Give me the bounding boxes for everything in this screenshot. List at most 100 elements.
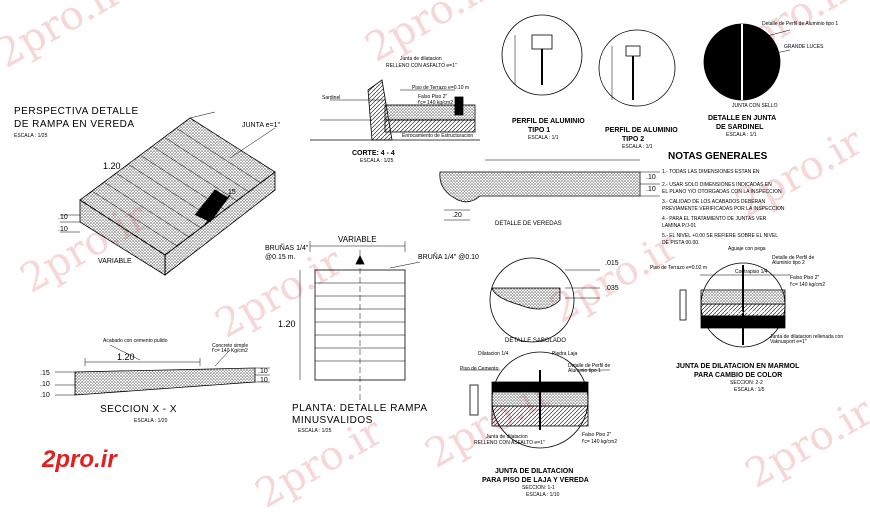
seccion-dim: .15 [40,370,50,377]
sardinel-title-1: DETALLE EN JUNTA [708,115,777,122]
seccion-dim: .10 [258,377,268,384]
seccion-dim: .10 [258,368,268,375]
junta-marmol-scale: ESCALA : 1/5 [734,387,765,393]
notas-item: 4.- PARA EL TRATAMIENTO DE JUNTAS VER [662,216,767,222]
junta-marmol-title-1: JUNTA DE DILATACION EN MARMOL [676,363,800,370]
sardinel-circle [703,23,791,101]
perspective-dim-top: .10 [58,214,68,221]
planta-scale: ESCALA : 1/25 [298,428,332,434]
junta-laja-label: Falso Piso 2" [582,432,612,438]
notas-item: 3.- CALIDAD DE LOS ACABADOS DEBERAN [662,199,766,205]
notas-item: LAMINA P/J-01 [662,223,697,229]
planta-title-1: PLANTA: DETALLE RAMPA [292,403,428,414]
junta-marmol-title-2: PARA CAMBIO DE COLOR [694,372,783,379]
seccion-title: SECCION X - X [100,404,178,415]
perspective-junta: JUNTA e=1" [242,122,280,129]
perspective-dim-bottom: .10 [58,226,68,233]
corte-scale: ESCALA : 1/25 [360,158,394,164]
perfil-1-scale: ESCALA : 1/1 [528,135,559,141]
sardinel-label: Detalle de Perfil de Aluminio tipo 1 [762,21,839,27]
corte-label: Falso Piso 2" [418,94,448,100]
perfil-1-sub: TIPO 1 [528,127,551,134]
corte-label: Junta de dilatacion [400,56,442,62]
sabolado-dim: .035 [605,285,619,292]
junta-laja-label: RELLENO CON ASFALTO e=1" [474,440,545,446]
junta-marmol-sub: SECCION: 2-2 [730,380,763,386]
notas-item: 1.- TODAS LAS DIMENSIONES ESTAN EN [662,169,760,175]
junta-marmol-label: Contrapiso 1/4 [735,269,768,275]
planta-brunas-left-2: @0.15 m. [265,254,296,261]
planta-height: 1.20 [278,319,296,329]
seccion-concreto: Concreto simple f'c= 140 Kg/cm2 [212,343,249,354]
corte-label: Piso de Terrazo e=0.10 m [412,85,470,91]
junta-marmol-label: Junta de dilatacion rellenada con Vaknus… [770,334,844,345]
junta-marmol-label: Base + Afirmado [728,310,765,316]
perspective-title-2: DE RAMPA EN VEREDA [14,119,135,130]
seccion-acabado: Acabado con cemento pulido [103,338,168,344]
perfil-2-circle [598,29,676,107]
junta-laja-title-2: PARA PISO DE LAJA Y VEREDA [482,477,589,484]
sardinel-label: JUNTA CON SELLO [732,103,778,109]
corte-section [310,79,480,141]
junta-laja-label: f'c= 140 kg/cm2 [582,439,617,445]
seccion-dim: .10 [40,381,50,388]
sabolado-title: DETALLE SABOLADO [505,338,566,344]
junta-laja-title-1: JUNTA DE DILATACION [495,468,574,475]
perspective-scale: ESCALA : 1/25 [14,133,48,139]
seccion-width: 1.20 [117,352,135,362]
junta-laja-label: Piso de Cemento [460,366,499,372]
junta-laja-sub: SECCION: 1-1 [522,485,555,491]
junta-marmol-label: f'c= 140 kg/cm2 [790,282,825,288]
notas-item: 2.- USAR SOLO DIMENSIONES INDICADAS EN [662,182,772,188]
veredas-title: DETALLE DE VEREDAS [495,221,562,227]
veredas-detail [439,159,660,221]
notas-item: EL PLANO Y/O OTORGADAS CON LA INSPECCION [662,189,782,195]
veredas-dim: .10 [646,174,656,181]
perfil-2-scale: ESCALA : 1/1 [622,144,653,150]
seccion-dim: .10 [40,392,50,399]
sardinel-scale: ESCALA : 1/1 [726,132,757,138]
perfil-1-title: PERFIL DE ALUMINIO [512,118,585,125]
corte-title: CORTE: 4 - 4 [352,150,395,157]
perspective-slope: 15 [228,189,236,196]
corte-label: Enrocamiento de Estructuracion [402,133,474,139]
junta-laja-label: Dilatacion 1/4 [478,351,509,357]
planta-rampa [299,241,421,400]
perfil-1-circle [501,14,583,96]
junta-laja-label: Piedra Laja [552,351,578,357]
planta-variable: VARIABLE [338,235,377,244]
junta-marmol-circle [679,262,790,348]
junta-marmol-label: Aguaje con pega [728,246,766,252]
perspective-variable: VARIABLE [98,258,132,265]
corte-label: Sardinel [322,95,341,101]
site-logo[interactable]: 2pro.ir [42,446,117,473]
junta-marmol-label: Falso Piso 2" [790,275,820,281]
sardinel-title-2: DE SARDINEL [716,124,764,131]
perfil-2-sub: TIPO 2 [622,136,645,143]
sabolado-dim: .015 [605,260,619,267]
notas-item: 5.- EL NIVEL +0.00 SE REFIERE SOBRE EL N… [662,233,779,239]
planta-brunas-right: BRUÑA 1/4" @0.10 [418,254,479,261]
planta-brunas-left: BRUÑAS 1/4" [265,245,309,252]
junta-laja-label: Junta de dilatacion [486,434,528,440]
notas-title: NOTAS GENERALES [668,151,768,162]
sardinel-label: GRANDE LUCES [784,44,824,50]
planta-title-2: MINUSVALIDOS [292,415,373,426]
veredas-dim: .20 [452,212,462,219]
junta-marmol-label: Piso de Terrazo e=0.02 m [650,265,708,271]
perspective-ramp [60,111,276,276]
seccion-xx [55,344,270,396]
junta-laja-circle [460,351,610,449]
seccion-scale: ESCALA : 1/20 [134,418,168,424]
perspective-title-1: PERSPECTIVA DETALLE [14,106,139,117]
perspective-dim-width: 1.20 [103,161,121,171]
notas-item: DE PISTA 00.00. [662,240,700,246]
notas-item: PREVIAMENTE VERIFICADAS POR LA INSPECCIO… [662,206,785,212]
sabolado-circle [489,257,600,343]
perfil-2-title: PERFIL DE ALUMINIO [605,127,678,134]
corte-label: RELLENO CON ASFALTO e=1" [386,63,457,69]
junta-laja-scale: ESCALA : 1/10 [526,492,560,498]
junta-laja-label: Detalle de Perfil de Aluminio tipo 1 [568,363,611,374]
